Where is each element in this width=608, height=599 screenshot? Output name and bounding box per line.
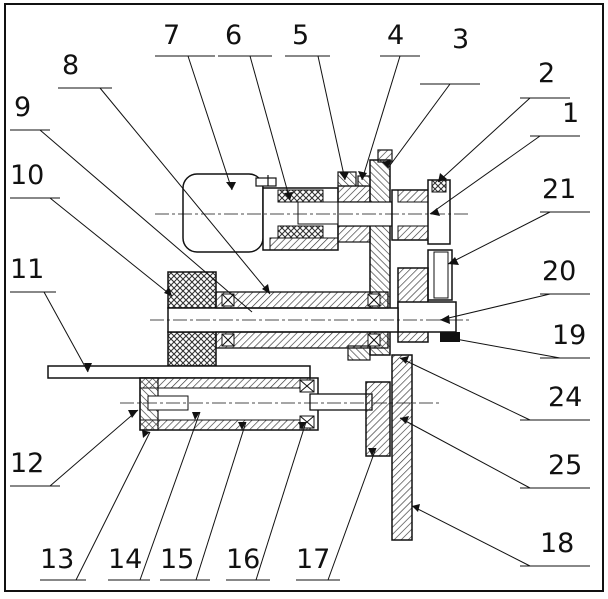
- label-8: 8: [62, 50, 79, 81]
- gearbox-base: [269, 237, 339, 251]
- label-9: 9: [14, 92, 31, 123]
- label-3: 3: [452, 24, 469, 55]
- label-18: 18: [540, 528, 574, 559]
- motor-terminal: [255, 177, 277, 187]
- roller-tube-8-bottom: [215, 331, 389, 349]
- pulley-10-top: [167, 271, 217, 309]
- drawing-border: [4, 3, 604, 592]
- label-15: 15: [160, 544, 194, 575]
- lower-roller-shell-top: [139, 377, 311, 389]
- motor-7: [182, 173, 264, 253]
- label-5: 5: [292, 20, 309, 51]
- label-2: 2: [538, 58, 555, 89]
- key-19: [440, 332, 460, 342]
- label-19: 19: [552, 320, 586, 351]
- spacer-24: [347, 345, 371, 361]
- label-11: 11: [10, 254, 44, 285]
- label-1: 1: [562, 98, 579, 129]
- label-4: 4: [387, 20, 404, 51]
- label-13: 13: [40, 544, 74, 575]
- label-21: 21: [542, 174, 576, 205]
- label-17: 17: [296, 544, 330, 575]
- label-10: 10: [10, 160, 44, 191]
- pulley-10-bottom: [167, 331, 217, 367]
- part-4-pin: [357, 175, 371, 187]
- part-labels: 7 6 5 4 3 2 1 8 9 10 11 21 20 19 24 25 1…: [10, 20, 586, 575]
- label-7: 7: [163, 20, 180, 51]
- gear-2-cap: [431, 179, 447, 193]
- label-24: 24: [548, 382, 582, 413]
- gear-lower: [277, 225, 324, 239]
- label-25: 25: [548, 450, 582, 481]
- label-6: 6: [225, 20, 242, 51]
- label-20: 20: [542, 256, 576, 287]
- shaft-14: [309, 393, 373, 411]
- plate-18: [391, 354, 413, 541]
- lower-roller-shell-bottom: [139, 419, 311, 431]
- coupling-5-bottom: [337, 225, 371, 243]
- leader-lines: [10, 55, 590, 581]
- gear-upper: [277, 189, 324, 203]
- coupling-5-top: [337, 185, 371, 203]
- roller-tube-8-top: [215, 291, 389, 309]
- gear-17: [365, 381, 391, 457]
- label-14: 14: [108, 544, 142, 575]
- label-12: 12: [10, 448, 44, 479]
- gear-core: [297, 201, 339, 225]
- bracket-top: [377, 149, 393, 163]
- label-16: 16: [226, 544, 260, 575]
- arrowheads: [84, 160, 460, 512]
- centerlines: [120, 213, 470, 404]
